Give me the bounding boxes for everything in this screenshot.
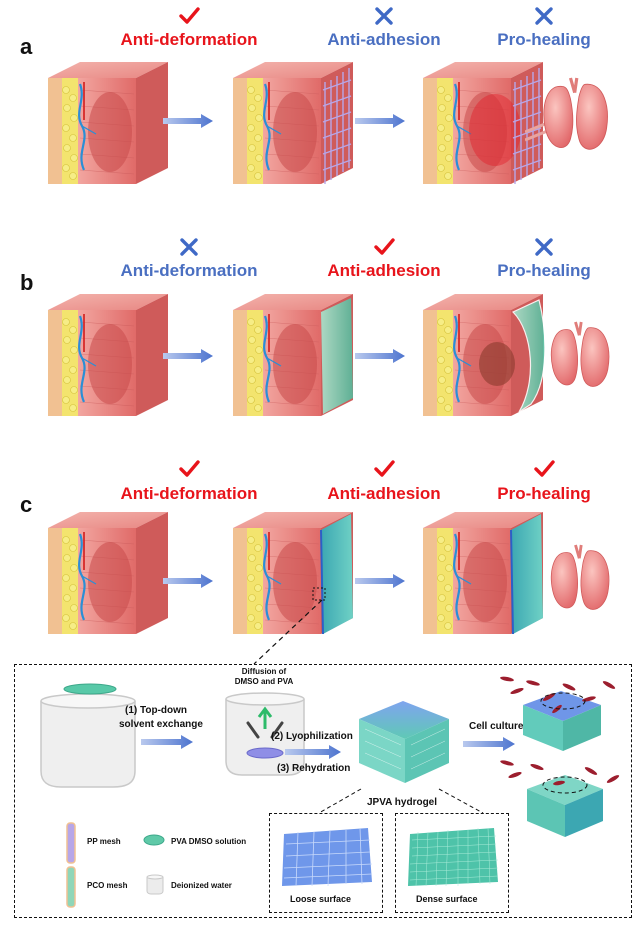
arrow-icon [463, 737, 515, 751]
panel-c-letter: c [20, 492, 33, 517]
healed-result [421, 510, 545, 636]
pco-mesh-repair [231, 292, 355, 418]
surface-connector [318, 788, 484, 814]
property-label: Pro-healing [497, 484, 591, 503]
loose-surface-label: Loose surface [290, 894, 352, 904]
abdominal-wall-defect [46, 292, 170, 418]
viscera-adhesion [525, 76, 610, 151]
pco-mesh-legend-icon [66, 866, 76, 908]
check-icon [179, 7, 200, 24]
zoom-connector [253, 599, 323, 665]
jpva-mesh-repair [231, 510, 355, 636]
adhesion-result [421, 60, 545, 186]
pco-mesh-legend-label: PCO mesh [87, 881, 128, 890]
panel-a-letter: a [20, 34, 33, 59]
abdominal-wall-defect [46, 510, 170, 636]
dense-surface-image [408, 827, 499, 887]
arrow-icon [163, 349, 213, 363]
dense-surface-label: Dense surface [416, 894, 478, 904]
fabrication-process-box: (1) Top-down solvent exchange Diffusion … [14, 664, 632, 918]
loose-surface-box: Loose surface [269, 813, 383, 913]
arrow-icon [355, 114, 405, 128]
beaker-diffusion-icon [225, 692, 305, 776]
pva-solution-legend-label: PVA DMSO solution [171, 837, 247, 846]
arrow-icon [141, 735, 193, 749]
jpva-hydrogel-label: JPVA hydrogel [367, 797, 438, 808]
pp-mesh-legend-label: PP mesh [87, 837, 121, 846]
property-label: Anti-deformation [120, 30, 258, 49]
beaker-water-icon [40, 683, 136, 788]
jpva-hydrogel-icon [359, 701, 449, 783]
pp-mesh-repair [231, 60, 355, 186]
check-icon [374, 238, 395, 255]
step2-label: (2) Lyophilization [271, 731, 353, 742]
arrow-icon [355, 574, 405, 588]
abdominal-wall-defect [46, 60, 170, 186]
diffusion-label-b: DMSO and PVA [234, 677, 294, 686]
panel-b-letter: b [20, 270, 34, 295]
viscera [549, 543, 611, 611]
property-label: Anti-adhesion [327, 261, 441, 280]
property-label: Pro-healing [497, 30, 591, 49]
cross-icon [535, 238, 553, 256]
viscera [549, 320, 611, 388]
step1-label: (1) Top-down [125, 705, 188, 716]
arrow-icon [285, 745, 341, 759]
water-legend-label: Deionized water [171, 881, 232, 890]
water-legend-icon [146, 874, 164, 895]
step1b-label: solvent exchange [119, 719, 203, 730]
property-label: Pro-healing [497, 261, 591, 280]
cross-icon [375, 7, 393, 25]
cross-icon [180, 238, 198, 256]
property-label: Anti-deformation [120, 484, 258, 503]
dense-surface-box: Dense surface [395, 813, 509, 913]
check-icon [534, 460, 555, 477]
property-label: Anti-adhesion [327, 30, 441, 49]
arrow-icon [163, 114, 213, 128]
pva-solution-legend-icon [143, 834, 165, 846]
step3-label: (3) Rehydration [277, 763, 351, 774]
check-icon [374, 460, 395, 477]
arrow-icon [355, 349, 405, 363]
loose-surface-image [282, 827, 373, 887]
pp-mesh-legend-icon [66, 822, 76, 864]
diffusion-label: Diffusion of [241, 667, 287, 676]
cross-icon [535, 7, 553, 25]
check-icon [179, 460, 200, 477]
property-label: Anti-adhesion [327, 484, 441, 503]
deformation-result [421, 292, 546, 418]
property-label: Anti-deformation [120, 261, 258, 280]
cell-culture-icon [500, 676, 620, 837]
arrow-icon [163, 574, 213, 588]
culture-label: Cell culture [469, 721, 524, 732]
